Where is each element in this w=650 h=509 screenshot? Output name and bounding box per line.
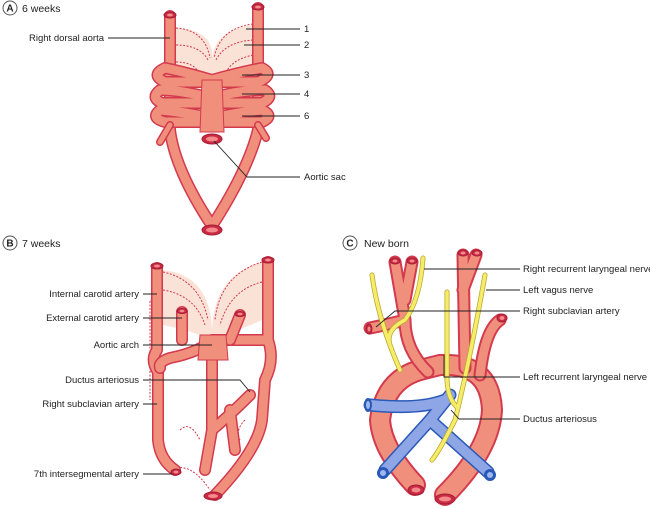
panel-b: B 7 weeks Internal carotid artery Extern… xyxy=(2,235,277,501)
label-right-dorsal-aorta: Right dorsal aorta xyxy=(29,33,105,44)
panel-b-dashed-regressions xyxy=(149,261,263,491)
label-arch-6: 6 xyxy=(304,111,309,122)
panel-b-letter: B xyxy=(6,239,13,250)
label-arch-1: 1 xyxy=(304,24,309,35)
panel-c-leader-lines xyxy=(375,268,520,420)
aortic-arch-trunk xyxy=(197,334,229,361)
label-left-recurrent-laryngeal-nerve: Left recurrent laryngeal nerve xyxy=(523,372,647,383)
panel-a-title: 6 weeks xyxy=(22,3,61,15)
panel-c: C New born Right recurrent laryngeal ner… xyxy=(342,235,650,506)
label-ductus-arteriosus-c: Ductus arteriosus xyxy=(523,414,597,425)
label-internal-carotid-artery: Internal carotid artery xyxy=(49,289,139,300)
label-right-subclavian-artery-c: Right subclavian artery xyxy=(523,306,620,317)
label-left-vagus-nerve: Left vagus nerve xyxy=(523,285,593,296)
label-arch-4: 4 xyxy=(304,89,309,100)
label-right-recurrent-laryngeal-nerve: Right recurrent laryngeal nerve xyxy=(523,264,650,275)
aortic-sac-trunk xyxy=(199,79,225,133)
label-7th-intersegmental-artery: 7th intersegmental artery xyxy=(34,469,139,480)
panel-a-leader-lines xyxy=(108,28,300,178)
label-aortic-sac: Aortic sac xyxy=(304,172,346,183)
label-aortic-arch: Aortic arch xyxy=(94,340,139,351)
label-ductus-arteriosus-b: Ductus arteriosus xyxy=(65,375,139,386)
arches-1-2-dashed xyxy=(175,23,254,76)
panel-b-leader-lines xyxy=(143,293,251,475)
panel-b-title: 7 weeks xyxy=(22,238,61,250)
regressed-arches-shading xyxy=(176,25,253,80)
panel-c-letter: C xyxy=(346,239,353,250)
panel-c-title: New born xyxy=(364,238,409,250)
panel-c-badge xyxy=(342,235,358,251)
label-arch-2: 2 xyxy=(304,40,309,51)
intersegmental-branches xyxy=(157,122,269,145)
panel-a: A 6 weeks Right dorsal aorta 1 2 3 4 6 A… xyxy=(2,0,346,236)
panel-a-badge xyxy=(2,0,18,16)
label-right-subclavian-artery-b: Right subclavian artery xyxy=(42,399,139,410)
label-external-carotid-artery: External carotid artery xyxy=(46,313,139,324)
label-arch-3: 3 xyxy=(304,70,309,81)
panel-a-letter: A xyxy=(6,4,13,15)
panel-b-badge xyxy=(2,235,18,251)
